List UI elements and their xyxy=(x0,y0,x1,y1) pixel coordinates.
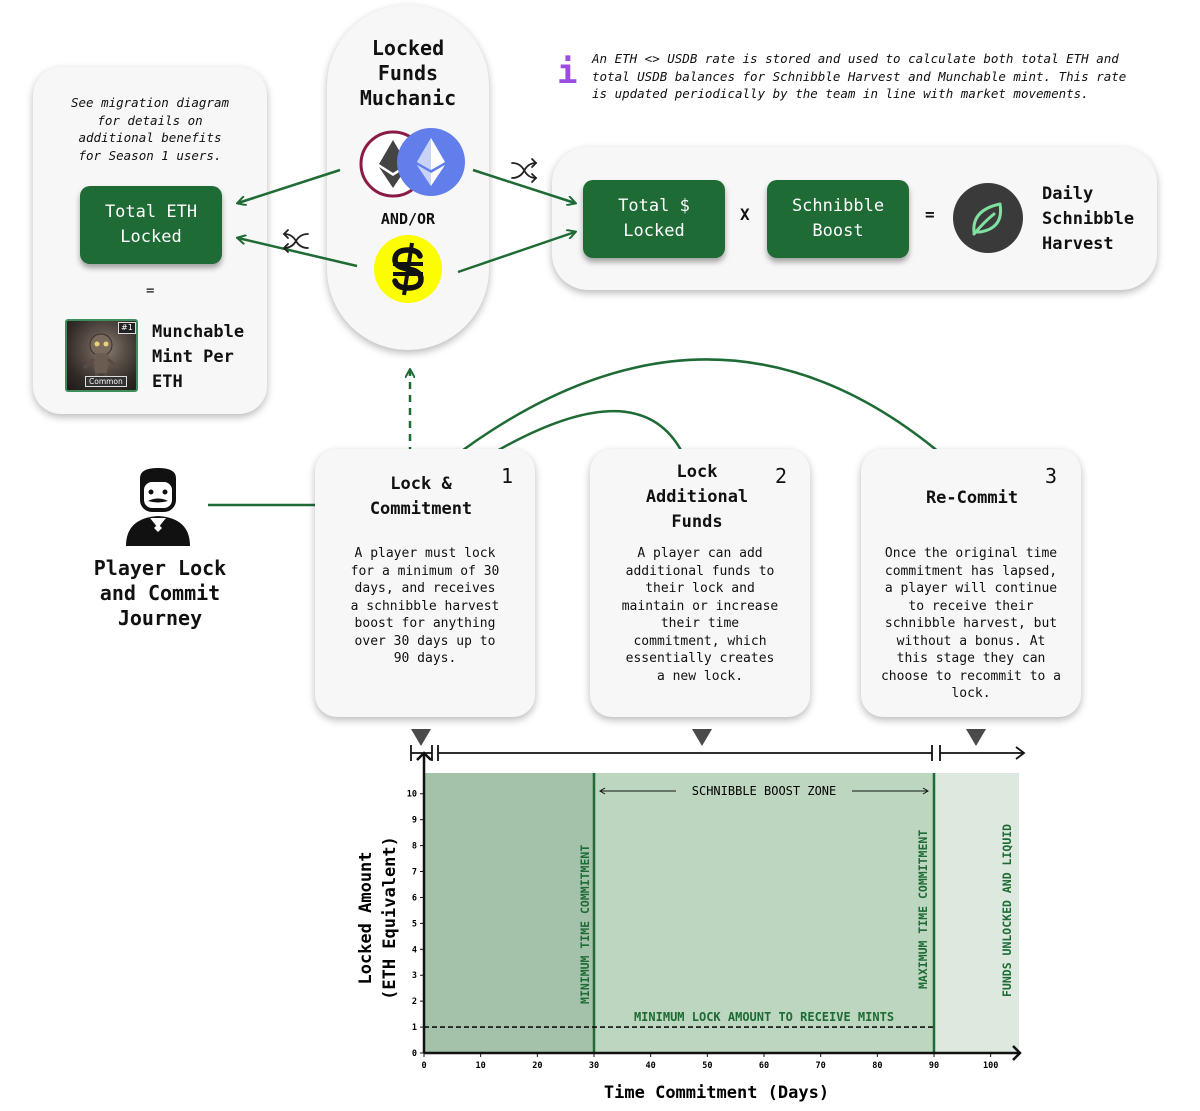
rate-info-note: An ETH <> USDB rate is stored and used t… xyxy=(592,51,1127,101)
step-pointer-triangle xyxy=(411,729,431,746)
unlocked-label: FUNDS UNLOCKED AND LIQUID xyxy=(1000,824,1014,997)
total-dollar-locked-box: Total $ Locked xyxy=(583,180,725,258)
step-number-2: 2 xyxy=(775,464,788,488)
step-title-1: Lock & Commitment xyxy=(369,474,473,519)
step-number-1: 1 xyxy=(501,464,514,488)
arrow-step3-to-step1 xyxy=(443,358,964,474)
step-body-2: A player can add additional funds to the… xyxy=(621,546,779,684)
step-pointer-triangle xyxy=(692,729,712,746)
chart-region-2 xyxy=(934,773,1019,1053)
x-tick-label: 100 xyxy=(983,1061,998,1071)
timeline-arrowhead xyxy=(1015,746,1026,760)
multiply-sign: X xyxy=(740,205,750,224)
x-tick-label: 90 xyxy=(929,1061,939,1071)
step-body-3: Once the original time commitment has la… xyxy=(880,546,1061,701)
x-tick-label: 10 xyxy=(476,1061,486,1071)
y-tick-label: 10 xyxy=(407,790,417,800)
total-eth-locked-box: Total ETH Locked xyxy=(80,186,222,264)
min-commit-label: MINIMUM TIME COMMITMENT xyxy=(578,845,592,1004)
step-title-2: Lock Additional Funds xyxy=(645,462,749,532)
x-tick-label: 40 xyxy=(646,1061,656,1071)
x-tick-label: 70 xyxy=(816,1061,826,1071)
y-tick-label: 0 xyxy=(412,1049,417,1059)
y-axis-title-line-2: (ETH Equivalent) xyxy=(380,836,400,1000)
flow-arrows xyxy=(208,158,964,520)
locked-funds-title: Locked Funds Muchanic xyxy=(359,36,457,110)
step-title-3: Re-Commit xyxy=(925,488,1019,508)
arrow-eth-to-total-eth xyxy=(238,168,341,203)
x-tick-label: 80 xyxy=(872,1061,882,1071)
arrow-usdb-to-total-dollar xyxy=(457,232,575,274)
arrow-usdb-to-total-eth xyxy=(238,238,358,268)
step-card-1 xyxy=(315,449,535,717)
daily-harvest-label: Daily Schnibble Harvest xyxy=(1042,184,1135,254)
usdb-icon xyxy=(374,235,442,303)
y-tick-label: 8 xyxy=(412,842,417,852)
y-tick-label: 3 xyxy=(412,971,417,981)
arrow-eth-to-total-dollar xyxy=(472,168,575,203)
migration-note: See migration diagram for details on add… xyxy=(70,95,230,163)
y-tick-label: 4 xyxy=(412,945,417,955)
step-pointer-triangle xyxy=(966,729,986,746)
equals-sign-left: = xyxy=(146,283,155,299)
step-body-1: A player must lock for a minimum of 30 d… xyxy=(350,546,500,666)
y-tick-label: 5 xyxy=(412,919,417,929)
boost-zone-label: SCHNIBBLE BOOST ZONE xyxy=(692,784,837,798)
rarity-number-badge: #1 xyxy=(118,322,136,334)
x-tick-label: 20 xyxy=(532,1061,542,1071)
min-lock-label: MINIMUM LOCK AMOUNT TO RECEIVE MINTS xyxy=(634,1010,894,1024)
boost-zone-arrowhead-left xyxy=(599,787,606,795)
eth-icon xyxy=(359,128,465,198)
schnibble-boost-box: Schnibble Boost xyxy=(767,180,909,258)
y-tick-label: 1 xyxy=(412,1023,417,1033)
x-tick-label: 50 xyxy=(702,1061,712,1071)
y-tick-label: 2 xyxy=(412,997,417,1007)
step-card-2 xyxy=(590,449,810,717)
x-tick-label: 0 xyxy=(421,1061,426,1071)
player-journey-label: Player Lock and Commit Journey xyxy=(93,556,227,630)
leaf-icon xyxy=(953,183,1023,253)
lock-timeline-chart: 0 10 20 30 40 50 60 70 80 90 100 0 1 2 3 4 5 6 7 8 9 10 SCHNIB… xyxy=(356,729,1026,1103)
y-tick-label: 7 xyxy=(412,868,417,878)
y-axis-title-line-1: Locked Amount xyxy=(356,851,376,984)
x-tick-label: 30 xyxy=(589,1061,599,1071)
y-tick-label: 6 xyxy=(412,893,417,903)
arrow-step2-to-step1 xyxy=(470,409,687,467)
step-card-3 xyxy=(861,449,1081,717)
x-axis-title: Time Commitment (Days) xyxy=(604,1083,829,1103)
y-tick-label: 9 xyxy=(412,816,417,826)
step-number-3: 3 xyxy=(1045,464,1058,488)
and-or-label: AND/OR xyxy=(380,210,436,228)
munchable-creature-icon xyxy=(82,333,120,384)
info-icon: i xyxy=(557,52,578,92)
chart-region-0 xyxy=(424,773,594,1053)
x-tick-label: 60 xyxy=(759,1061,769,1071)
x-axis-arrow xyxy=(1012,1045,1022,1061)
shuffle-icon xyxy=(282,229,309,253)
rarity-label-badge: Common xyxy=(85,376,127,387)
chart-region-1 xyxy=(594,773,934,1053)
munchable-mint-label: Munchable Mint Per ETH xyxy=(152,322,245,392)
equals-sign-right: = xyxy=(925,205,935,224)
shuffle-icon xyxy=(511,158,538,183)
player-avatar-icon xyxy=(126,468,190,546)
boost-zone-arrowhead-right xyxy=(922,787,929,795)
max-commit-label: MAXIMUM TIME COMMITMENT xyxy=(916,830,930,989)
